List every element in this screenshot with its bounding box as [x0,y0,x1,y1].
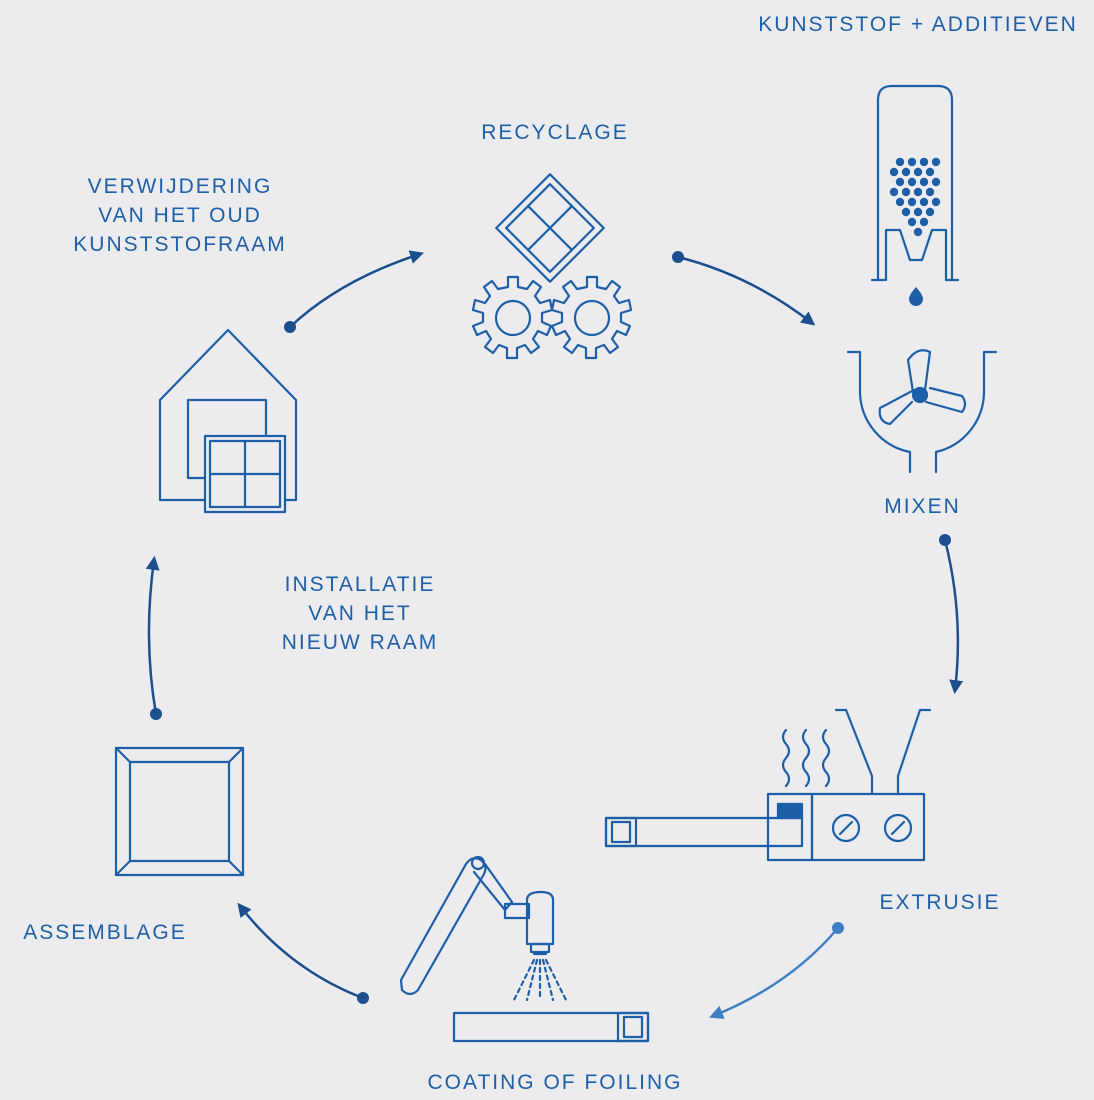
window-frame-icon [114,746,245,877]
arrow-assembly-to-installation [145,555,162,720]
robot-arm-spray-icon [399,855,650,1043]
silo-icon [870,84,960,306]
arrow-mixing-to-extrusion [939,534,964,695]
label-raw-material: KUNSTSTOF + ADDITIEVEN [758,13,1078,36]
label-installation-line-3: NIEUW RAAM [281,631,439,654]
house-window-icon [158,328,298,514]
label-assembly: ASSEMBLAGE [23,921,187,944]
label-mixing: MIXEN [884,495,961,518]
label-installation-line-1: INSTALLATIE [284,573,436,596]
label-installation: INSTALLATIE VAN HET NIEUW RAAM [225,570,495,657]
extruder-machine-icon [604,708,932,862]
label-removal-line-3: KUNSTSTOFRAAM [73,233,287,256]
label-removal-line-2: VAN HET OUD [98,204,262,227]
arrow-removal-to-recycling [284,250,424,333]
label-coating: COATING OF FOILING [427,1071,683,1094]
label-installation-line-2: VAN HET [308,602,412,625]
recycle-window-gears-icon [471,173,633,360]
arrow-recycling-to-mixing [672,251,816,326]
arrow-coating-to-assembly [237,902,369,1004]
label-removal-line-1: VERWIJDERING [87,175,273,198]
label-removal: VERWIJDERING VAN HET OUD KUNSTSTOFRAAM [40,172,320,259]
arrow-extrusion-to-coating [709,922,844,1019]
mixer-tank-icon [846,349,998,474]
label-recycling: RECYCLAGE [481,121,629,144]
label-extrusion: EXTRUSIE [879,891,1001,914]
